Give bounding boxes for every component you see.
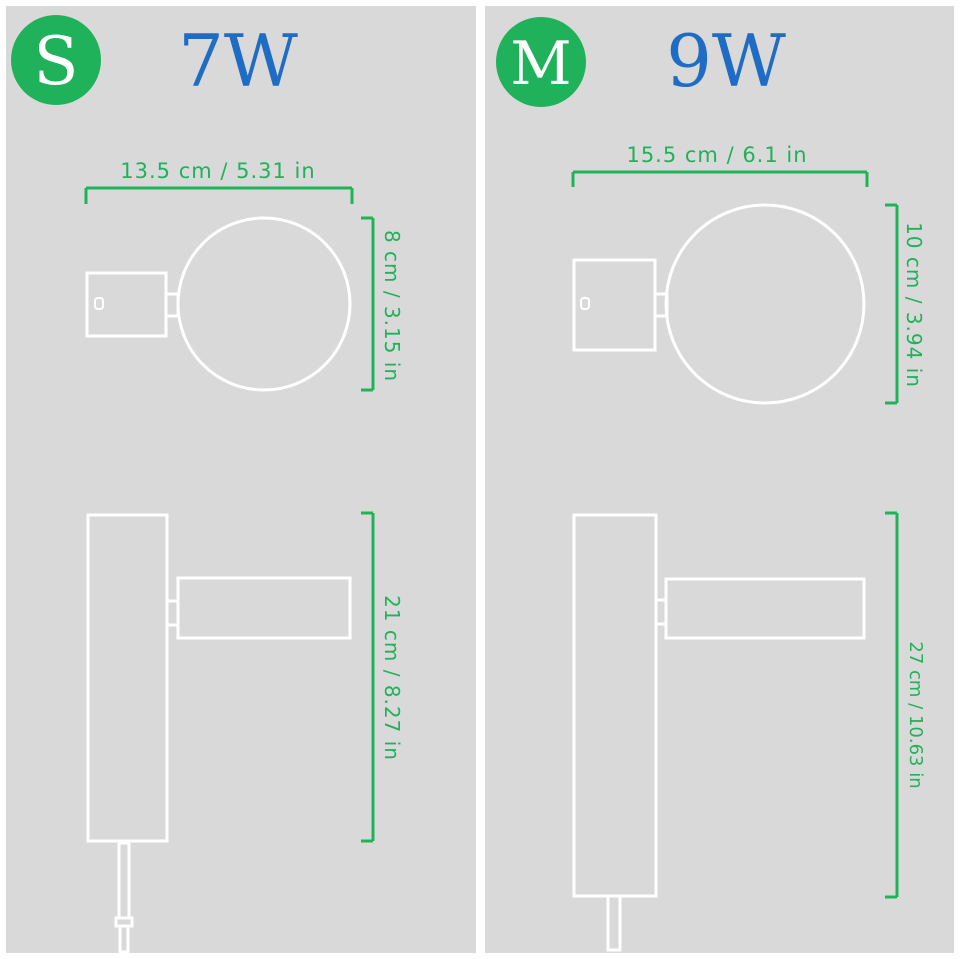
lamp-head-front-m xyxy=(664,203,866,405)
front-view-m xyxy=(572,203,866,405)
power-cord-m xyxy=(606,894,622,952)
cord-end-s xyxy=(118,924,130,954)
lamp-head-front-s xyxy=(176,216,352,392)
lamp-head-side-s xyxy=(176,576,352,640)
total-height-label-s: 21 cm / 8.27 in xyxy=(380,595,404,761)
total-height-dimension-line-s xyxy=(361,511,375,843)
head-height-label-m: 10 cm / 3.94 in xyxy=(902,222,926,388)
power-switch-s xyxy=(94,297,104,310)
wattage-label-s: 7W xyxy=(178,19,298,103)
head-height-label-s: 8 cm / 3.15 in xyxy=(380,230,404,382)
panel-small-background xyxy=(6,6,476,953)
width-dimension-line-m xyxy=(571,170,869,187)
width-label-m: 15.5 cm / 6.1 in xyxy=(626,143,807,167)
panel-small: S 7W 13.5 cm / 5.31 in 8 cm / 3.15 in xyxy=(6,6,476,954)
size-badge-m-letter: M xyxy=(510,29,571,99)
power-switch-m xyxy=(580,297,590,310)
width-dimension-line-s xyxy=(84,186,354,204)
side-view-m xyxy=(572,513,866,952)
total-height-dimension-line-m xyxy=(885,511,899,899)
head-height-dimension-line-s xyxy=(361,216,375,392)
wall-plate-side-s xyxy=(86,513,169,843)
side-view-s xyxy=(86,513,352,954)
wattage-label-m: 9W xyxy=(666,19,786,103)
size-badge-s-letter: S xyxy=(33,23,78,100)
panel-medium-background xyxy=(485,6,954,953)
size-badge-s-circle xyxy=(11,15,101,105)
total-height-label-m: 27 cm / 10.63 in xyxy=(905,641,926,788)
panel-medium: M 9W 15.5 cm / 6.1 in 10 cm / 3.94 in xyxy=(485,6,954,953)
front-view-s xyxy=(85,216,352,392)
size-badge-m-circle xyxy=(496,17,586,107)
width-label-s: 13.5 cm / 5.31 in xyxy=(120,159,315,183)
lamp-head-side-m xyxy=(664,577,866,640)
head-height-dimension-line-m xyxy=(885,203,899,405)
